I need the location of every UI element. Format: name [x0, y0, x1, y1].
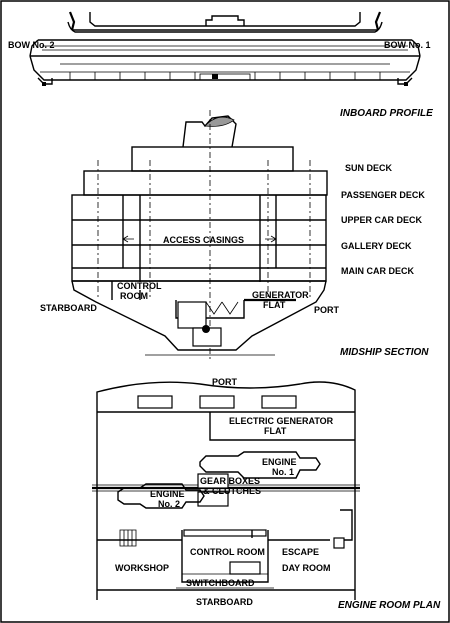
control-room-outline — [111, 281, 141, 300]
passenger-deck-block — [83, 170, 328, 196]
bow-1-label: BOW No. 1 — [384, 40, 431, 50]
gear-boxes-label-line1: GEAR BOXES — [200, 476, 260, 486]
port-plan-label: PORT — [212, 377, 238, 387]
profile-upper-hull — [29, 39, 421, 57]
starboard-plan-label: STARBOARD — [196, 597, 253, 607]
switchboard-panel — [229, 561, 261, 575]
midship-funnel — [182, 115, 237, 148]
upper-car-deck-label: UPPER CAR DECK — [341, 215, 423, 225]
engine-1-label-line2: No. 1 — [272, 467, 294, 477]
control-room-label-line1: CONTROL — [117, 281, 162, 291]
profile-hull — [29, 55, 421, 81]
engine-1-outline — [199, 451, 321, 479]
electric-generator-label-line1: ELECTRIC GENERATOR — [229, 416, 334, 426]
generator-flat-label-line2: FLAT — [263, 300, 286, 310]
sun-deck-house — [131, 146, 294, 172]
main-car-deck-label: MAIN CAR DECK — [341, 266, 414, 276]
workshop-stair — [119, 529, 137, 547]
bow-2-tip — [68, 11, 76, 31]
gear-box-2 — [197, 491, 229, 507]
profile-superstructure — [89, 12, 361, 27]
engine-2-outline — [117, 483, 205, 509]
midship-hull — [71, 280, 327, 351]
control-room-label-line2: ROOM — [120, 291, 148, 301]
midship-section: SUN DECK PASSENGER DECK UPPER CAR DECK G… — [40, 110, 429, 360]
gallery-deck-label: GALLERY DECK — [341, 241, 412, 251]
profile-frames — [69, 72, 381, 80]
engine-1-label-line1: ENGINE — [262, 457, 297, 467]
access-casings-label: ACCESS CASINGS — [163, 235, 244, 245]
bow-1-tip — [374, 11, 382, 31]
engine-room-hull — [96, 381, 356, 600]
day-room-label: DAY ROOM — [282, 563, 331, 573]
starboard-label: STARBOARD — [40, 303, 97, 313]
engine-room-plan-caption: ENGINE ROOM PLAN — [338, 600, 441, 611]
passenger-deck-label: PASSENGER DECK — [341, 190, 425, 200]
port-label: PORT — [314, 305, 340, 315]
bow-1-propeller — [397, 77, 413, 85]
generator-flat-label-line1: GENERATOR — [252, 290, 309, 300]
profile-funnel — [205, 15, 245, 26]
electric-generator-label-line2: FLAT — [264, 426, 287, 436]
workshop-label: WORKSHOP — [115, 563, 169, 573]
midship-section-caption: MIDSHIP SECTION — [340, 347, 429, 358]
sun-deck-label: SUN DECK — [345, 163, 393, 173]
engine-2-label-line2: No. 2 — [158, 499, 180, 509]
inboard-profile-caption: INBOARD PROFILE — [340, 108, 433, 119]
engine-room-plan: PORT ELECTRIC GENERATOR FLAT ENGINE No. … — [92, 377, 441, 611]
gear-boxes-label-line2: & CLUTCHES — [203, 486, 261, 496]
gear-box-1 — [197, 473, 229, 489]
control-room-plan-label: CONTROL ROOM — [190, 547, 265, 557]
bow-2-propeller — [37, 77, 53, 85]
bow-2-label: BOW No. 2 — [8, 40, 55, 50]
switchboard-label: SWITCHBOARD — [186, 578, 255, 588]
escape-label: ESCAPE — [282, 547, 319, 557]
engine-2-label-line1: ENGINE — [150, 489, 185, 499]
inboard-profile: BOW No. 2 BOW No. 1 INBOARD PROFILE — [8, 11, 433, 119]
